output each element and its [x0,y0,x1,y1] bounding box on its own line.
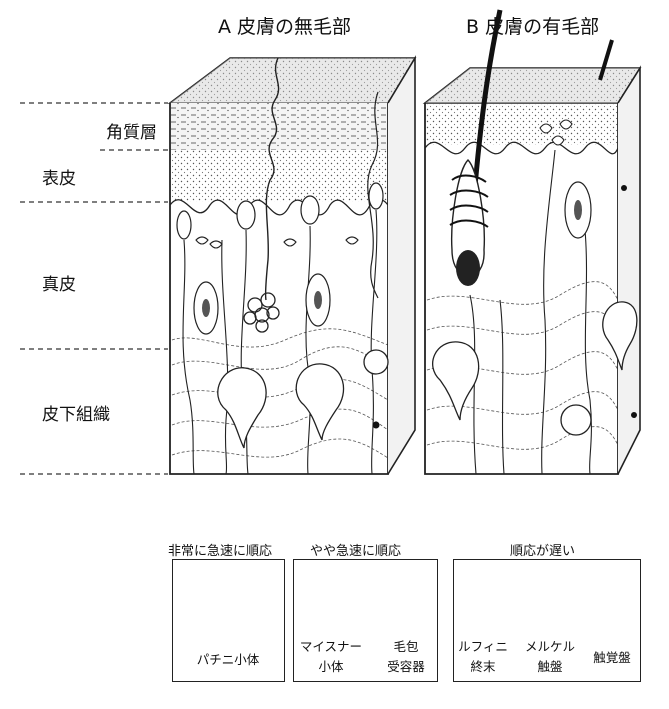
hair-follicle [449,159,489,286]
panel-b-title: B 皮膚の有毛部 [466,16,600,38]
layer-guide-lines [20,102,168,475]
legend-header-very-rapid: 非常に急速に順応 [168,544,273,559]
legend-header-moderately-rapid: やや急速に順応 [310,544,402,559]
legend-label-hair-follicle-receptor: 毛包 受容器 [387,639,425,674]
touch-dome [539,119,573,146]
block-a-hairless-skin [167,55,417,475]
ruffini-ending-b [564,181,592,239]
panel-a-title: A 皮膚の無毛部 [218,16,352,38]
sweat-gland [243,292,280,333]
layer-label-subcutaneous: 皮下組織 [42,405,110,425]
merkel-discs-a [195,236,359,249]
legend-header-slow: 順応が遅い [510,544,576,559]
legend-box-moderately-rapid [293,559,438,682]
legend-box-slow [453,559,641,682]
legend-label-ruffini: ルフィニ 終末 [458,639,508,674]
legend-label-pacinian: パチニ小体 [196,652,260,667]
layer-label-stratum-corneum: 角質層 [106,123,157,143]
pacinian-corpuscles-b [432,301,638,436]
pacinian-corpuscles-a [217,349,389,449]
meissner-corpuscles-a [176,182,384,240]
block-b-hairy-skin [422,9,642,475]
legend-box-very-rapid [172,559,285,682]
ruffini-endings-a [193,273,331,335]
legend-label-merkel: メルケル 触盤 [524,639,575,674]
legend-label-meissner: マイスナー 小体 [299,639,363,674]
legend-label-touch-dome: 触覚盤 [593,650,631,665]
layer-label-epidermis: 表皮 [42,169,76,189]
layer-label-dermis: 真皮 [42,275,76,295]
